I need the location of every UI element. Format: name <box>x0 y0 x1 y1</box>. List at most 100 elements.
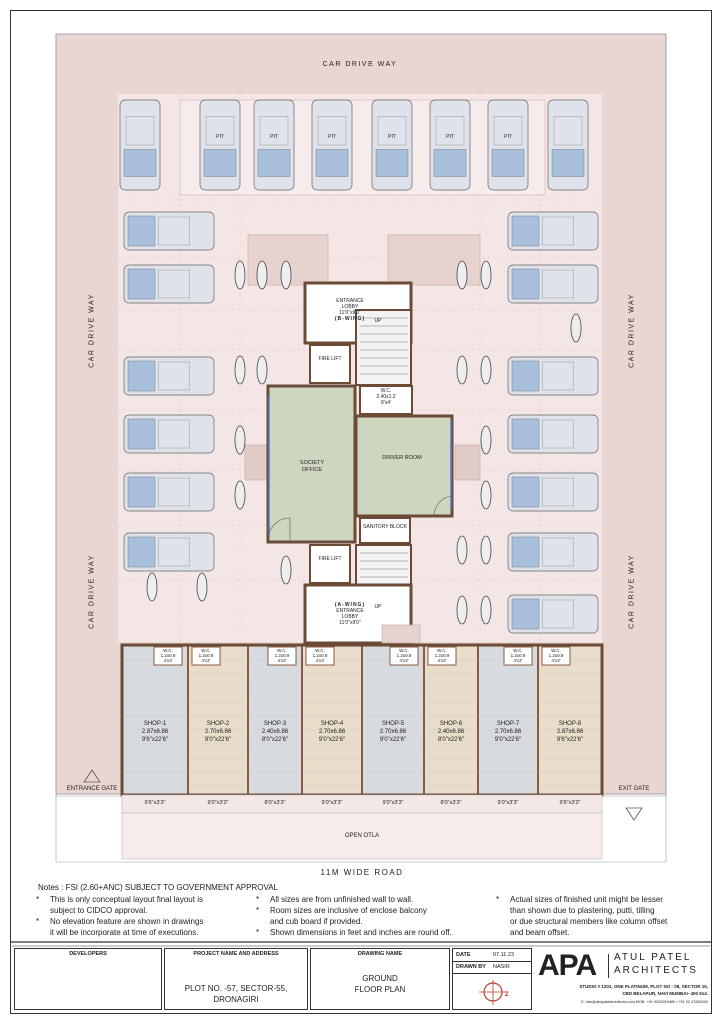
shop-wc-size-ft: 4'x3' <box>513 658 523 663</box>
parked-car-left-5 <box>123 472 215 512</box>
shop-5-wc <box>389 646 419 666</box>
note-2-line-4: Shown dimensions in feet and inches are … <box>270 928 452 937</box>
firm-name-line-2: ARCHITECTS <box>614 965 698 976</box>
two-wheeler-13 <box>480 480 492 510</box>
exit-gate-label: EXIT GATE <box>618 786 650 792</box>
address-line-1: STUDIO # 1201, ONE PLATINUM, PLOT NO - 0… <box>579 984 708 989</box>
two-wheeler-11 <box>480 425 492 455</box>
parked-car-left-6 <box>123 532 215 572</box>
shop-5-name: SHOP-5 <box>381 721 405 727</box>
shop-wc-size-ft: 4'x3' <box>277 658 287 663</box>
developers-box: DEVELOPERS <box>14 948 162 1010</box>
two-wheeler-10 <box>234 425 246 455</box>
shop-3-otla-size: 8'0"x3'3" <box>264 800 286 806</box>
shop-4-name: SHOP-4 <box>320 721 344 727</box>
two-wheeler-7 <box>256 355 268 385</box>
entrance-gate-label: ENTRANCE GATE <box>66 786 118 792</box>
car-drive-way-right-upper-label: CAR DRIVE WAY <box>628 293 636 368</box>
wc-core-size-ft: 8'x4' <box>381 400 391 406</box>
shop-wc-title: W.C. <box>163 648 173 653</box>
parked-car-top-6 <box>429 99 471 191</box>
pit-label-4: PIT <box>388 134 396 140</box>
two-wheeler-5 <box>480 260 492 290</box>
parked-car-top-5 <box>371 99 413 191</box>
two-wheeler-18 <box>480 595 492 625</box>
wc-core-room <box>359 385 413 415</box>
date-box: DATE 07.11.23 DRAWN BY NASIR Z <box>452 948 532 1010</box>
wc-core-label: W.C. 2.40x1.2 8'x4' <box>366 388 406 406</box>
wc-core-title: W.C. <box>380 388 392 394</box>
open-otla-area <box>121 812 603 860</box>
parked-car-right-4 <box>507 414 599 454</box>
developers-label: DEVELOPERS <box>69 951 107 957</box>
firm-name-line-1: ATUL PATEL <box>614 952 692 963</box>
north-arrow-icon: Z <box>479 980 509 1005</box>
shop-1-wc <box>153 646 183 666</box>
note-3-line-2: than shown due to plastering, putti, til… <box>510 906 655 915</box>
notes-heading: Notes : FSI (2.60+ANC) SUBJECT TO GOVERN… <box>38 883 278 892</box>
parked-car-top-8 <box>547 99 589 191</box>
two-wheeler-19 <box>570 313 582 343</box>
note-1-line-3: No elevation feature are shown in drawin… <box>50 917 204 926</box>
sanitory-block-label: SANITORY BLOCK <box>363 524 407 530</box>
two-wheeler-15 <box>456 535 468 565</box>
drawing-name-box: DRAWING NAME GROUND FLOOR PLAN <box>310 948 450 1010</box>
shop-3-name: SHOP-3 <box>263 721 287 727</box>
note-2-line-1: All sizes are from unfinished wall to wa… <box>270 895 414 904</box>
shop-2-imperial: 9'0"x22'6" <box>204 737 232 743</box>
apa-logo: APA <box>538 949 597 982</box>
road-label: 11M WIDE ROAD <box>320 868 404 877</box>
driver-room-label: DRIVER ROOM <box>382 455 422 461</box>
car-drive-way-left-lower-label: CAR DRIVE WAY <box>88 554 96 629</box>
niche-left <box>244 444 271 481</box>
notes-col-3: *Actual sizes of finished unit might be … <box>496 895 668 937</box>
shop-3-metric: 2.40x6.86 <box>261 729 289 735</box>
shop-8-metric: 2.87x6.86 <box>556 729 584 735</box>
entrance-gate-arrow <box>83 769 101 783</box>
address-line-2: CBD BELAPUR, NAVI MUMBAI- 400 614. <box>622 991 708 996</box>
parked-car-top-2 <box>199 99 241 191</box>
firm-box: APA ATUL PATEL ARCHITECTS STUDIO # 1201,… <box>534 948 710 1010</box>
two-wheeler-parking <box>146 260 582 625</box>
shop-wc-size: 1.2x0.9 <box>548 653 564 658</box>
parked-car-right-5 <box>507 472 599 512</box>
pit-label-5: PIT <box>446 134 454 140</box>
date-value: 07.11.23 <box>493 952 515 958</box>
two-wheeler-6 <box>234 355 246 385</box>
two-wheeler-16 <box>480 535 492 565</box>
contact-line: E: info@atulpatelarchitects.com MOB: +91… <box>581 1000 708 1004</box>
project-line-1: PLOT NO. -57, SECTOR-55, <box>184 984 288 993</box>
pit-label-1: PIT <box>216 134 224 140</box>
shop-6-name: SHOP-6 <box>439 721 463 727</box>
shop-wc-size: 1.2x0.9 <box>434 653 450 658</box>
fire-lift-a-room <box>309 544 351 584</box>
shop-wc-title: W.C. <box>277 648 287 653</box>
shop-5-otla-size: 9'0"x3'3" <box>382 800 404 806</box>
shop-wc-size: 1.2x0.9 <box>312 653 328 658</box>
shop-2-wc <box>191 646 221 666</box>
two-wheeler-2 <box>256 260 268 290</box>
car-drive-way-top-label: CAR DRIVE WAY <box>322 61 398 68</box>
staircase-b <box>355 309 412 386</box>
two-wheeler-12 <box>234 480 246 510</box>
note-3-line-4: and beam offset. <box>510 928 570 937</box>
drawing-name-line-1: GROUND <box>362 974 398 983</box>
parked-car-top-1 <box>119 99 161 191</box>
note-2-line-2: Room sizes are inclusive of enclose balc… <box>270 906 427 915</box>
note-1-line-2: subject to CIDCO approval. <box>50 906 148 915</box>
note-1-line-1: This is only conceptual layout final lay… <box>50 895 203 904</box>
project-box: PROJECT NAME AND ADDRESS PLOT NO. -57, S… <box>164 948 308 1010</box>
shop-7-name: SHOP-7 <box>496 721 520 727</box>
